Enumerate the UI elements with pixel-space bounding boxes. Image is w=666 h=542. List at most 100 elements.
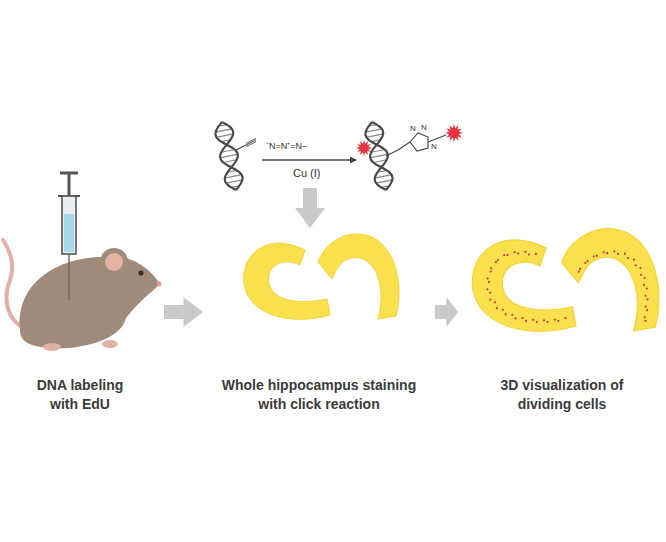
edu-cell-dot bbox=[547, 321, 549, 323]
reaction-arrow bbox=[350, 157, 357, 164]
hippocampus-shape bbox=[244, 234, 399, 319]
triazole-ring bbox=[410, 133, 428, 151]
edu-cell-dot bbox=[617, 253, 619, 255]
edu-cell-dot bbox=[517, 252, 519, 254]
edu-cell-dot bbox=[490, 267, 492, 269]
bond-line bbox=[236, 145, 246, 150]
edu-cell-dot bbox=[494, 301, 496, 303]
edu-cell-dot bbox=[554, 319, 556, 321]
mouse-nose bbox=[157, 282, 162, 287]
mouse-eye bbox=[138, 270, 143, 275]
edu-cell-dot bbox=[606, 252, 608, 254]
edu-cell-dot bbox=[497, 259, 499, 261]
dna-rung bbox=[220, 154, 238, 158]
edu-cell-dot bbox=[496, 307, 498, 309]
dna-rung bbox=[370, 154, 388, 158]
edu-cell-dot bbox=[506, 254, 508, 256]
bond-line bbox=[428, 135, 446, 142]
edu-cell-dot bbox=[643, 284, 645, 286]
edu-cell-dot bbox=[646, 309, 648, 311]
edu-cell-dot bbox=[522, 317, 524, 319]
bond-line bbox=[398, 142, 410, 150]
edu-cell-dot bbox=[564, 317, 566, 319]
edu-cell-dot bbox=[488, 281, 490, 283]
process-arrow bbox=[164, 297, 203, 327]
dna-strand bbox=[215, 122, 237, 190]
edu-cell-dot bbox=[645, 305, 647, 307]
mouse-foot bbox=[102, 340, 118, 348]
dna-rung bbox=[226, 180, 242, 183]
edu-cell-dot bbox=[613, 250, 615, 252]
edu-cell-dot bbox=[633, 258, 635, 260]
edu-cell-dot bbox=[644, 320, 646, 322]
edu-cell-dot bbox=[557, 320, 559, 322]
edu-cell-dot bbox=[596, 255, 598, 257]
edu-cell-dot bbox=[528, 253, 530, 255]
edu-cell-dot bbox=[543, 319, 545, 321]
edu-cell-dot bbox=[536, 321, 538, 323]
process-arrow bbox=[435, 297, 458, 327]
edu-cell-dot bbox=[535, 253, 537, 255]
mouse-foot bbox=[43, 343, 61, 351]
chemical-label: ⁻N=N⁺=N– bbox=[266, 142, 307, 151]
fluorophore-star bbox=[356, 140, 372, 156]
dna-strand bbox=[370, 122, 392, 190]
mouse-ear bbox=[105, 253, 123, 271]
edu-cell-dot bbox=[584, 262, 586, 264]
dna-rung bbox=[225, 175, 242, 178]
stage-caption: Whole hippocampus staining with click re… bbox=[209, 376, 429, 414]
edu-cell-dot bbox=[502, 309, 504, 311]
edu-cell-dot bbox=[624, 253, 626, 255]
edu-cell-dot bbox=[489, 299, 491, 301]
dna-strand bbox=[220, 122, 242, 190]
edu-cell-dot bbox=[643, 277, 645, 279]
edu-cell-dot bbox=[513, 251, 515, 253]
process-arrow bbox=[295, 188, 325, 228]
edu-cell-dot bbox=[503, 254, 505, 256]
dna-rung bbox=[376, 180, 392, 183]
chemical-label: N bbox=[431, 143, 437, 151]
dna-rung bbox=[216, 134, 233, 137]
alkyne-bond bbox=[246, 142, 256, 147]
bond-line bbox=[386, 150, 398, 156]
edu-cell-dot bbox=[603, 251, 605, 253]
chemical-label: N bbox=[410, 125, 416, 133]
edu-cell-dot bbox=[489, 292, 491, 294]
edu-cell-dot bbox=[505, 313, 507, 315]
edu-cell-dot bbox=[511, 314, 513, 316]
syringe bbox=[58, 173, 80, 300]
edu-cell-dot bbox=[644, 295, 646, 297]
dna-rung bbox=[375, 175, 392, 178]
edu-cell-dot bbox=[646, 298, 648, 300]
edu-cell-dot bbox=[640, 274, 642, 276]
edu-cell-dot bbox=[644, 316, 646, 318]
dna-strand bbox=[365, 122, 387, 190]
edu-cell-dot bbox=[586, 260, 588, 262]
edu-cell-dot bbox=[532, 319, 534, 321]
edu-cell-dot bbox=[639, 267, 641, 269]
stage-panel: DNA labeling with EdU bbox=[0, 170, 160, 414]
dna-rung bbox=[366, 134, 383, 137]
edu-cell-dot bbox=[515, 317, 517, 319]
edu-cell-dot bbox=[579, 268, 581, 270]
chemical-label: N bbox=[421, 124, 427, 132]
stage-panel: Whole hippocampus staining with click re… bbox=[207, 225, 431, 414]
edu-cell-dot bbox=[627, 257, 629, 259]
mouse-ear bbox=[100, 248, 128, 276]
reaction-arrow bbox=[262, 159, 356, 160]
edu-cell-dot bbox=[635, 264, 637, 266]
edu-cell-dot bbox=[495, 261, 497, 263]
hippocampus-3d bbox=[472, 229, 658, 331]
edu-cell-dot bbox=[525, 320, 527, 322]
edu-cell-dot bbox=[593, 255, 595, 257]
stage-panel: 3D visualization of dividing cells bbox=[462, 225, 662, 414]
edu-cell-dot bbox=[578, 271, 580, 273]
catalyst-label: Cu (I) bbox=[293, 168, 321, 179]
edu-cell-dot bbox=[524, 251, 526, 253]
dna-rung bbox=[216, 129, 232, 132]
stage-caption: 3D visualization of dividing cells bbox=[482, 376, 642, 414]
fluorophore-star bbox=[445, 124, 463, 142]
